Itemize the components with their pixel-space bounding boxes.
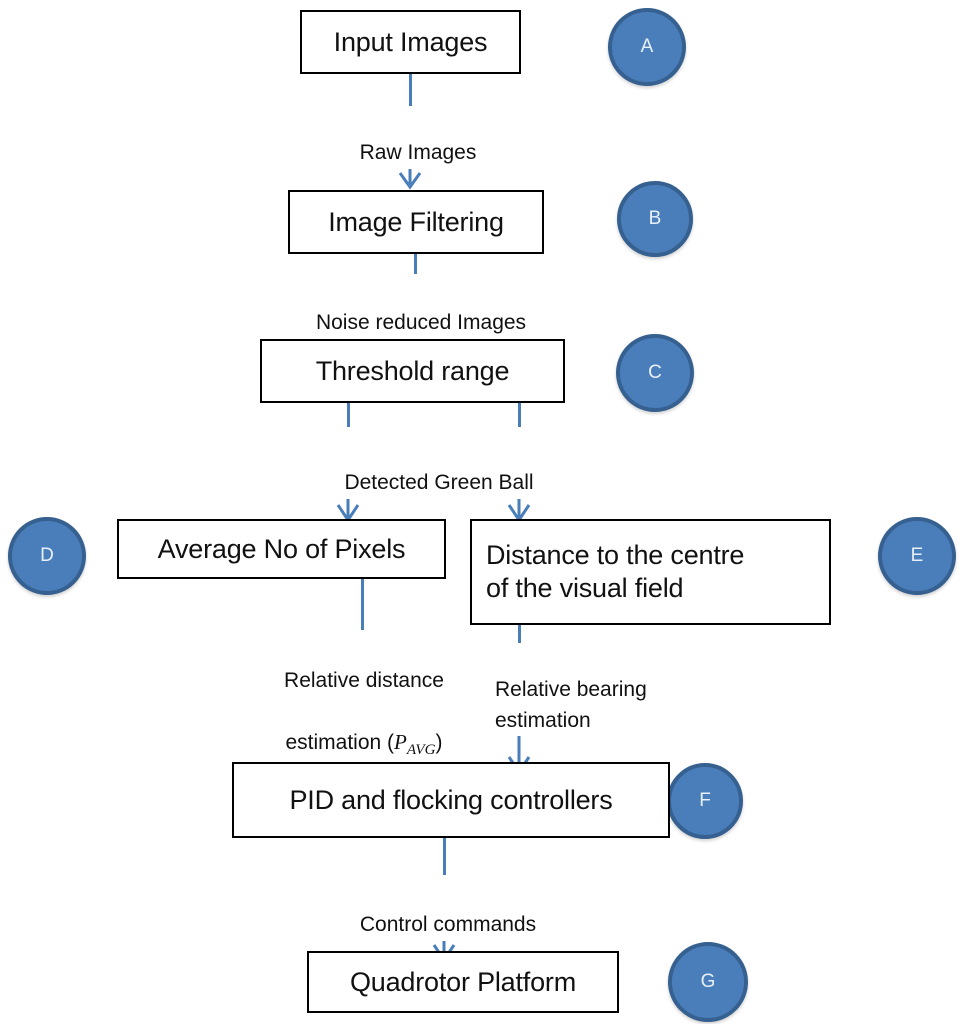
marker-e-letter: E xyxy=(910,545,924,566)
node-distance-to-centre-label: Distance to the centre of the visual fie… xyxy=(486,540,745,603)
marker-f: F xyxy=(667,763,743,839)
connector-a-to-b-stem xyxy=(409,74,412,106)
edge-label-relative-distance-estimation: Relative distance estimation (PAVG) xyxy=(225,636,503,763)
marker-b: B xyxy=(617,181,693,257)
marker-d: D xyxy=(8,517,86,595)
marker-g: G xyxy=(668,942,748,1022)
math-subscript-avg: AVG xyxy=(406,742,436,759)
marker-e: E xyxy=(878,517,956,595)
connector-c-to-d-stem xyxy=(347,403,350,427)
marker-f-letter: F xyxy=(699,790,711,811)
connector-d-to-f-stem xyxy=(361,579,364,630)
marker-c: C xyxy=(616,334,694,412)
node-distance-to-centre[interactable]: Distance to the centre of the visual fie… xyxy=(470,519,831,625)
node-pid-flocking-controllers[interactable]: PID and flocking controllers xyxy=(232,762,670,838)
edge-label-raw-images: Raw Images xyxy=(330,108,506,169)
node-image-filtering[interactable]: Image Filtering xyxy=(288,190,544,254)
connector-c-to-e-stem xyxy=(518,403,521,427)
marker-d-letter: D xyxy=(40,545,54,566)
edge-label-relative-bearing-estimation: Relative bearing estimation xyxy=(492,645,708,737)
edge-label-control-commands: Control commands xyxy=(345,880,551,941)
connector-f-to-g-stem xyxy=(443,838,446,875)
node-quadrotor-platform[interactable]: Quadrotor Platform xyxy=(307,951,619,1013)
connector-e-to-f-stem xyxy=(518,625,521,643)
marker-g-letter: G xyxy=(700,971,716,992)
math-variable-p: P xyxy=(394,730,407,755)
node-quadrotor-platform-label: Quadrotor Platform xyxy=(350,966,576,997)
node-average-no-of-pixels-label: Average No of Pixels xyxy=(157,533,406,564)
edge-label-noise-reduced-images: Noise reduced Images xyxy=(296,278,546,339)
edge-label-line-1: Relative distance xyxy=(284,669,444,693)
node-input-images-label: Input Images xyxy=(333,26,488,57)
node-threshold-range[interactable]: Threshold range xyxy=(260,339,565,403)
node-threshold-range-label: Threshold range xyxy=(315,355,510,386)
connector-b-to-c-stem xyxy=(414,254,417,274)
marker-a-letter: A xyxy=(640,36,654,57)
edge-label-detected-green-ball: Detected Green Ball xyxy=(322,438,556,499)
marker-b-letter: B xyxy=(648,208,662,229)
marker-c-letter: C xyxy=(648,362,662,383)
node-image-filtering-label: Image Filtering xyxy=(328,206,504,237)
edge-label-line-2: estimation (PAVG) xyxy=(285,730,443,759)
node-input-images[interactable]: Input Images xyxy=(300,10,521,74)
node-average-no-of-pixels[interactable]: Average No of Pixels xyxy=(117,519,446,579)
marker-a: A xyxy=(608,8,686,86)
node-pid-flocking-controllers-label: PID and flocking controllers xyxy=(289,784,613,815)
